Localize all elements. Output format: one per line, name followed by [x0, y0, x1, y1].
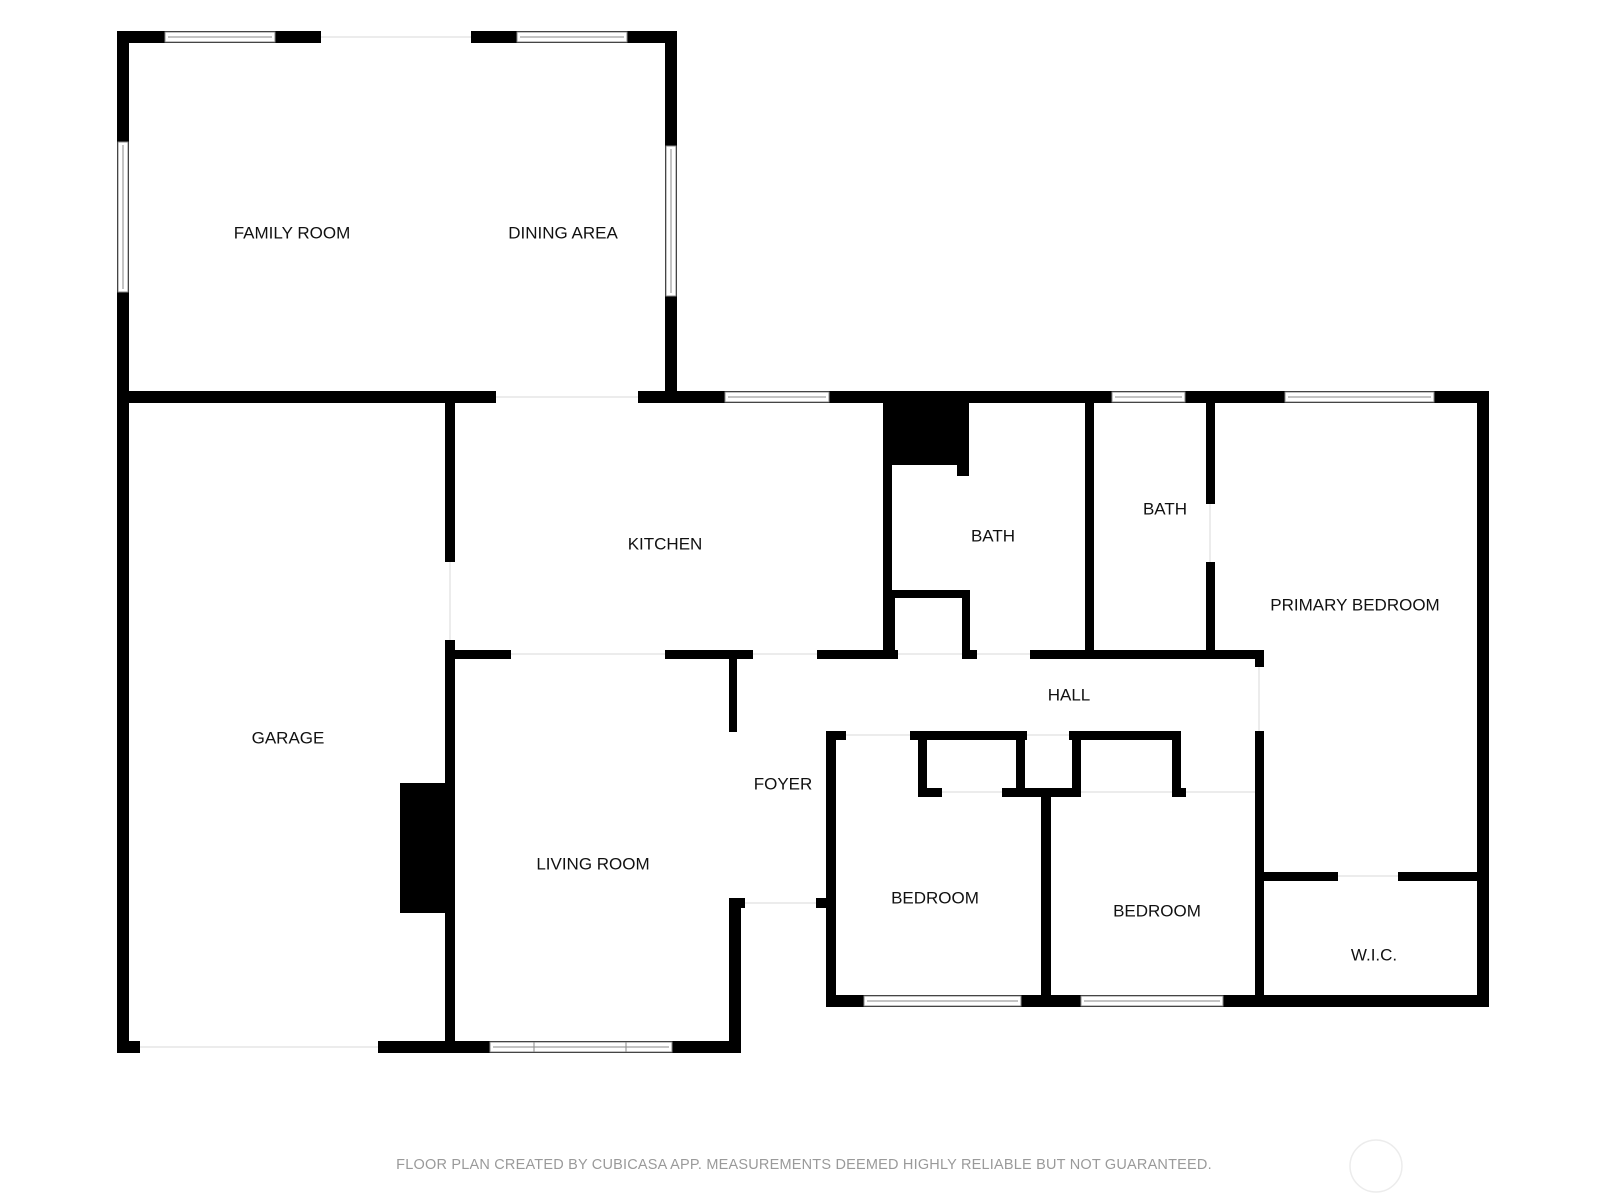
walls	[117, 31, 1489, 1053]
hall-label: HALL	[1048, 685, 1091, 704]
window	[863, 995, 1022, 1007]
wall	[1206, 562, 1215, 659]
window	[1080, 995, 1224, 1007]
wic-label: W.I.C.	[1351, 945, 1397, 964]
wall	[1206, 397, 1215, 504]
primary-bedroom-label: PRIMARY BEDROOM	[1270, 595, 1439, 614]
wall	[883, 397, 969, 465]
wall	[826, 731, 846, 740]
wall	[665, 650, 753, 659]
wall	[1255, 731, 1264, 1007]
wall	[888, 590, 970, 598]
wall	[1072, 731, 1081, 796]
kitchen-label: KITCHEN	[628, 534, 703, 553]
wall	[910, 731, 1027, 740]
wall	[665, 391, 1489, 403]
wall	[1172, 731, 1181, 796]
bedroom-label: BEDROOM	[1113, 901, 1201, 920]
wall	[962, 590, 970, 656]
wall	[1030, 650, 1263, 659]
wall	[1016, 731, 1025, 796]
living-room-label: LIVING ROOM	[536, 854, 649, 873]
wall	[729, 898, 745, 908]
openings	[140, 31, 1398, 1053]
wall	[445, 650, 511, 659]
wall	[918, 731, 927, 796]
window	[489, 1041, 673, 1053]
wall	[1085, 397, 1094, 659]
windows	[117, 31, 1435, 1053]
wall	[1255, 872, 1338, 881]
disclaimer-text: FLOOR PLAN CREATED BY CUBICASA APP. MEAS…	[396, 1157, 1212, 1173]
wall	[918, 788, 942, 797]
bedroom-label: BEDROOM	[891, 888, 979, 907]
wall	[817, 650, 898, 659]
wall	[1255, 650, 1264, 667]
wall	[117, 391, 496, 403]
wall	[1041, 788, 1051, 1007]
wall	[729, 898, 741, 1053]
wall	[1172, 788, 1186, 797]
garage-label: GARAGE	[252, 728, 325, 747]
wall	[816, 898, 836, 908]
wall	[826, 731, 836, 1007]
wall	[445, 397, 455, 562]
window	[1111, 391, 1186, 403]
wall	[1069, 731, 1181, 740]
window	[724, 391, 830, 403]
window	[117, 141, 129, 293]
wall	[1398, 872, 1489, 881]
wall	[1477, 391, 1489, 1007]
wall	[729, 655, 737, 732]
window	[1284, 391, 1435, 403]
family-room-label: FAMILY ROOM	[234, 223, 351, 242]
window	[516, 31, 628, 43]
wall	[957, 397, 969, 476]
watermark-logo	[1349, 1139, 1403, 1193]
foyer-label: FOYER	[754, 774, 813, 793]
window	[164, 31, 276, 43]
window	[665, 145, 677, 297]
wall	[1023, 788, 1081, 797]
wall	[888, 590, 895, 656]
bath-label: BATH	[1143, 499, 1187, 518]
dining-area-label: DINING AREA	[508, 223, 618, 242]
bath-label: BATH	[971, 526, 1015, 545]
wall	[883, 397, 892, 659]
wall	[962, 650, 977, 659]
chimney	[400, 783, 450, 913]
